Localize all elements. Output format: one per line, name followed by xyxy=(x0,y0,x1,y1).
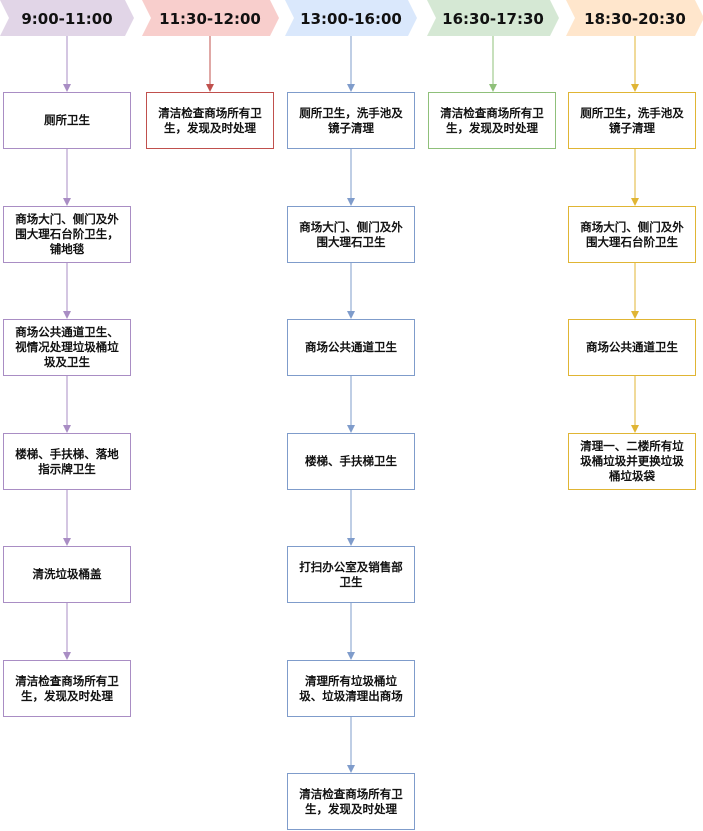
task-box: 商场公共通道卫生、视情况处理垃圾桶垃圾及卫生 xyxy=(3,319,131,376)
task-box: 打扫办公室及销售部卫生 xyxy=(287,546,415,603)
task-box: 商场大门、侧门及外围大理石台阶卫生，铺地毯 xyxy=(3,206,131,263)
task-box: 楼梯、手扶梯卫生 xyxy=(287,433,415,490)
header-chevron-2 xyxy=(285,0,417,36)
task-box: 商场大门、侧门及外围大理石卫生 xyxy=(287,206,415,263)
task-box: 清洁检查商场所有卫生，发现及时处理 xyxy=(146,92,274,149)
header-chevron-3 xyxy=(427,0,559,36)
task-box: 厕所卫生，洗手池及镜子清理 xyxy=(568,92,696,149)
header-chevron-4 xyxy=(566,0,703,36)
header-time-3: 16:30-17:30 xyxy=(442,10,544,28)
task-box: 清洁检查商场所有卫生，发现及时处理 xyxy=(428,92,556,149)
task-box: 清洗垃圾桶盖 xyxy=(3,546,131,603)
task-box: 商场公共通道卫生 xyxy=(287,319,415,376)
header-time-4: 18:30-20:30 xyxy=(584,10,686,28)
header-chevron-0 xyxy=(0,0,134,36)
task-box: 厕所卫生 xyxy=(3,92,131,149)
task-box: 清理一、二楼所有垃圾桶垃圾并更换垃圾桶垃圾袋 xyxy=(568,433,696,490)
header-time-2: 13:00-16:00 xyxy=(300,10,402,28)
task-box: 厕所卫生，洗手池及镜子清理 xyxy=(287,92,415,149)
task-box: 清洁检查商场所有卫生，发现及时处理 xyxy=(287,773,415,830)
task-box: 清洁检查商场所有卫生，发现及时处理 xyxy=(3,660,131,717)
header-chevron-1 xyxy=(142,0,279,36)
header-time-1: 11:30-12:00 xyxy=(159,10,261,28)
task-box: 楼梯、手扶梯、落地指示牌卫生 xyxy=(3,433,131,490)
header-time-0: 9:00-11:00 xyxy=(21,10,112,28)
task-box: 商场大门、侧门及外围大理石台阶卫生 xyxy=(568,206,696,263)
task-box: 商场公共通道卫生 xyxy=(568,319,696,376)
task-box: 清理所有垃圾桶垃圾、垃圾清理出商场 xyxy=(287,660,415,717)
